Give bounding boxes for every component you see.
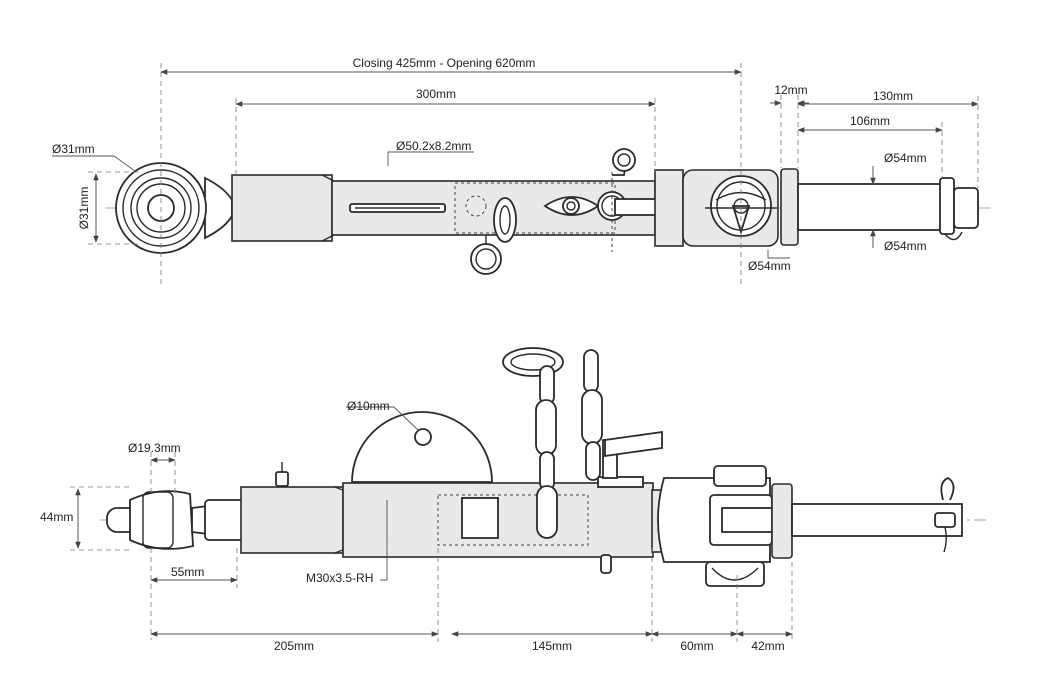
top-ball-eye: [115, 162, 233, 254]
hole-dia-leader: [346, 406, 419, 431]
top-tube: [231, 148, 671, 275]
collar-dia-leader: [767, 250, 790, 259]
left-length-label: 205mm: [274, 639, 314, 653]
side-pin: [771, 476, 963, 559]
collar-width-label: 12mm: [774, 83, 807, 97]
pin-length-label: 106mm: [850, 114, 890, 128]
ball-height-label: 44mm: [40, 510, 73, 524]
hole-dia-label: Ø10mm: [347, 399, 390, 413]
body-length-label: 145mm: [532, 639, 572, 653]
eye-length-label: 55mm: [171, 565, 204, 579]
thread-leader: [380, 540, 388, 581]
collar-dia-label: Ø54mm: [748, 259, 791, 273]
overall-length-label: Closing 425mm - Opening 620mm: [353, 56, 536, 70]
side-chain: [502, 347, 603, 539]
top-view: Closing 425mm - Opening 620mm 300mm Ø50.…: [52, 56, 995, 285]
side-view: Ø19.3mm 44mm Ø10mm 55mm M30x3.5-RH 205mm…: [40, 347, 990, 653]
side-body: [240, 411, 663, 574]
eye-height-label: Ø31mm: [77, 187, 91, 230]
clevis-length-label: 60mm: [680, 639, 713, 653]
side-ball-end: [106, 490, 244, 550]
tube-diameter-label: Ø50.2x8.2mm: [396, 139, 471, 153]
tube-diameter-leader: [387, 151, 474, 166]
pin-dia-top-label: Ø54mm: [884, 151, 927, 165]
top-clevis: [654, 169, 779, 247]
flange-length-label: 42mm: [751, 639, 784, 653]
eye-outer-label: Ø31mm: [52, 142, 95, 156]
pin-total-label: 130mm: [873, 89, 913, 103]
thread-label: M30x3.5-RH: [306, 571, 373, 585]
top-pin: [780, 168, 979, 246]
ball-bore-label: Ø19.3mm: [128, 441, 181, 455]
tube-length-label: 300mm: [416, 87, 456, 101]
pin-dia-bottom-label: Ø54mm: [884, 239, 927, 253]
eye-outer-leader: [52, 155, 136, 172]
side-clevis: [651, 465, 773, 587]
